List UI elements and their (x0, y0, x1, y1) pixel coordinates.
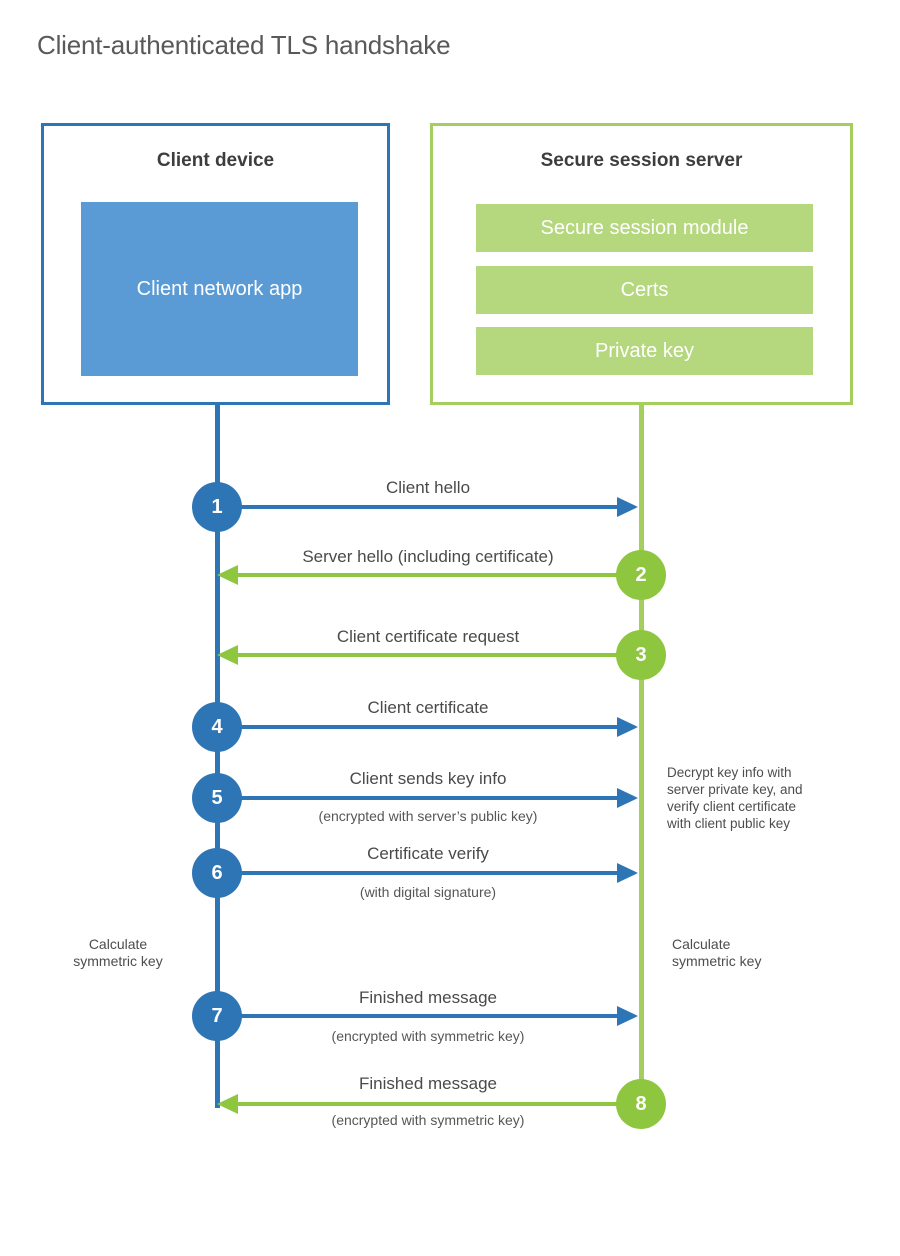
step-1-arrow (240, 505, 620, 509)
decrypt-key-note: Decrypt key info with server private key… (667, 765, 803, 831)
step-6-sublabel: (with digital signature) (359, 884, 497, 900)
client-device-title: Client device (156, 150, 275, 171)
step-3-arrowhead-icon (217, 645, 238, 665)
calculate-symmetric-key-client: Calculate symmetric key (73, 936, 163, 969)
step-4-label: Client certificate (367, 698, 489, 717)
step-2-arrowhead-icon (217, 565, 238, 585)
step-1-badge: 1 (192, 482, 242, 532)
secure-session-server-title: Secure session server (540, 150, 743, 171)
step-8-arrowhead-icon (217, 1094, 238, 1114)
calculate-symmetric-key-server: Calculate symmetric key (672, 936, 762, 969)
server-module-private-key: Private key (476, 327, 813, 375)
step-5-label: Client sends key info (349, 769, 507, 788)
server-lifeline (639, 405, 644, 1106)
step-3-arrow (238, 653, 618, 657)
step-2-badge: 2 (616, 550, 666, 600)
step-6-label: Certificate verify (367, 844, 489, 863)
step-8-arrow (238, 1102, 618, 1106)
step-5-arrow (240, 796, 620, 800)
step-3-badge: 3 (616, 630, 666, 680)
step-5-badge: 5 (192, 773, 242, 823)
server-module-certs: Certs (476, 266, 813, 314)
client-lifeline (215, 405, 220, 1108)
step-4-badge: 4 (192, 702, 242, 752)
step-3-label: Client certificate request (336, 627, 520, 646)
step-6-badge: 6 (192, 848, 242, 898)
step-7-badge: 7 (192, 991, 242, 1041)
step-5-sublabel: (encrypted with server’s public key) (318, 808, 538, 824)
step-8-badge: 8 (616, 1079, 666, 1129)
client-network-app-label: Client network app (136, 278, 303, 300)
client-network-app-box: Client network app (81, 202, 358, 376)
server-module-secure-session-module: Secure session module (476, 204, 813, 252)
step-7-arrow (240, 1014, 620, 1018)
step-8-sublabel: (encrypted with symmetric key) (331, 1112, 525, 1128)
client-device-box: Client device Client network app (41, 123, 390, 405)
step-7-label: Finished message (359, 988, 497, 1007)
step-7-arrowhead-icon (617, 1006, 638, 1026)
step-2-arrow (238, 573, 618, 577)
page-title: Client-authenticated TLS handshake (37, 30, 451, 60)
step-4-arrow (240, 725, 620, 729)
step-6-arrowhead-icon (617, 863, 638, 883)
step-2-label: Server hello (including certificate) (302, 547, 554, 566)
step-1-label: Client hello (385, 478, 471, 497)
step-8-label: Finished message (359, 1074, 497, 1093)
step-6-arrow (240, 871, 620, 875)
secure-session-server-box: Secure session server Secure session mod… (430, 123, 853, 405)
step-7-sublabel: (encrypted with symmetric key) (331, 1028, 525, 1044)
step-5-arrowhead-icon (617, 788, 638, 808)
step-1-arrowhead-icon (617, 497, 638, 517)
step-4-arrowhead-icon (617, 717, 638, 737)
